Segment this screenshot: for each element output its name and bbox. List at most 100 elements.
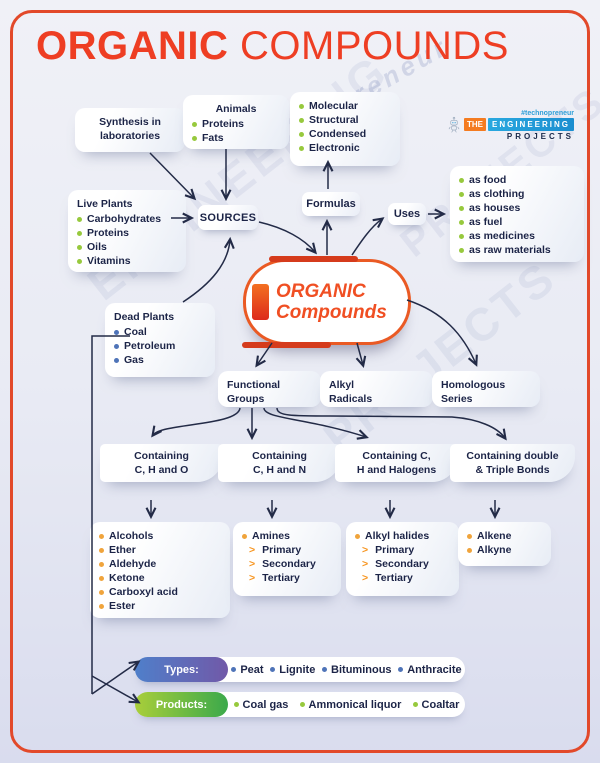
- list-item: Oils: [77, 240, 177, 254]
- bullet-icon: [233, 702, 239, 707]
- bullet-icon: [99, 575, 104, 581]
- central-line2: Compounds: [276, 302, 387, 323]
- bullet-icon: [77, 258, 82, 264]
- list-item: Amines: [242, 529, 332, 543]
- bullet-icon: [459, 191, 464, 197]
- bullet-icon: [398, 667, 404, 672]
- animals-title: Animals: [215, 103, 257, 115]
- bullet-icon: [299, 702, 305, 707]
- types-label: Types:: [135, 657, 228, 682]
- sources-label: SOURCES: [198, 205, 258, 230]
- list-item: >Secondary: [362, 558, 429, 570]
- list-item: Ketone: [99, 571, 221, 585]
- node-containing-chn: Containing C, H and N: [218, 444, 341, 482]
- types-row: Types: Peat Lignite Bituminous Anthracit…: [135, 657, 465, 682]
- list-item: Ammonical liquor: [299, 699, 401, 711]
- list-item: Alkyne: [467, 543, 542, 557]
- bullet-icon: [77, 216, 82, 222]
- bullet-icon: [114, 343, 119, 349]
- bullet-icon: [270, 667, 276, 672]
- list-item: >Tertiary: [249, 572, 300, 584]
- list-item: Coaltar: [412, 699, 459, 711]
- node-functional-groups: Functional Groups: [218, 371, 321, 407]
- node-alkene-alkyne: Alkene Alkyne: [458, 522, 551, 566]
- list-item: >Primary: [362, 544, 415, 556]
- node-alkyl-halides: Alkyl halides >Primary >Secondary >Terti…: [346, 522, 459, 596]
- central-node-organic-compounds: ORGANIC Compounds: [242, 256, 411, 348]
- list-item: as houses: [459, 201, 575, 215]
- list-item: >Tertiary: [362, 572, 413, 584]
- list-item: Aldehyde: [99, 557, 221, 571]
- node-synthesis: Synthesis in laboratories: [75, 108, 185, 152]
- bullet-icon: [242, 533, 247, 539]
- list-item: Petroleum: [114, 339, 206, 353]
- list-item: Carboxyl acid: [99, 585, 221, 599]
- live-plants-title: Live Plants: [77, 198, 133, 210]
- robot-icon: [448, 116, 460, 133]
- bullet-icon: [322, 667, 328, 672]
- list-item: Peat: [231, 664, 264, 676]
- bullet-icon: [99, 603, 104, 609]
- list-item: Anthracite: [398, 664, 462, 676]
- chevron-icon: >: [249, 572, 256, 584]
- chevron-icon: >: [249, 558, 256, 570]
- list-item: >Primary: [249, 544, 302, 556]
- synthesis-line1: Synthesis in: [99, 116, 161, 128]
- list-item: Alcohols: [99, 529, 221, 543]
- node-uses-list: as food as clothing as houses as fuel as…: [450, 166, 584, 262]
- list-item: Alkyl halides: [355, 529, 450, 543]
- bullet-icon: [299, 117, 304, 123]
- title-organic: ORGANIC: [36, 24, 229, 68]
- node-live-plants: Live Plants Carbohydrates Proteins Oils …: [68, 190, 186, 272]
- page-title: ORGANIC COMPOUNDS: [36, 24, 509, 69]
- list-item: Proteins: [192, 117, 280, 131]
- list-item: >Secondary: [249, 558, 316, 570]
- list-item: Vitamins: [77, 254, 177, 268]
- list-item: as raw materials: [459, 243, 575, 257]
- bullet-icon: [99, 533, 104, 539]
- node-containing-cho: Containing C, H and O: [100, 444, 223, 482]
- formulas-label: Formulas: [302, 192, 360, 216]
- bullet-icon: [459, 219, 464, 225]
- title-compounds: COMPOUNDS: [240, 24, 509, 68]
- node-amines: Amines >Primary >Secondary >Tertiary: [233, 522, 341, 596]
- bullet-icon: [77, 244, 82, 250]
- bullet-icon: [114, 329, 119, 335]
- brand-engineering: ENGINEERING: [487, 117, 574, 131]
- bullet-icon: [192, 135, 197, 141]
- node-animals: Animals Proteins Fats: [183, 95, 289, 149]
- bullet-icon: [459, 205, 464, 211]
- bullet-icon: [99, 561, 104, 567]
- list-item: Proteins: [77, 226, 177, 240]
- bullet-icon: [467, 547, 472, 553]
- list-item: as food: [459, 173, 575, 187]
- bullet-icon: [459, 247, 464, 253]
- node-homologous-series: Homologous Series: [432, 371, 540, 407]
- list-item: Ester: [99, 599, 221, 613]
- chevron-icon: >: [249, 544, 256, 556]
- synthesis-line2: laboratories: [99, 130, 161, 142]
- list-item: Electronic: [299, 141, 391, 155]
- bullet-icon: [299, 145, 304, 151]
- brand-the: THE: [463, 117, 486, 131]
- node-oxygen-compounds: Alcohols Ether Aldehyde Ketone Carboxyl …: [90, 522, 230, 618]
- list-item: as medicines: [459, 229, 575, 243]
- list-item: Coal: [114, 325, 206, 339]
- bullet-icon: [299, 131, 304, 137]
- list-item: Bituminous: [322, 664, 392, 676]
- chevron-icon: >: [362, 558, 369, 570]
- brand-logo: #technopreneur THE ENGINEERING PROJECTS: [448, 102, 574, 148]
- bullet-icon: [192, 121, 197, 127]
- brand-projects: PROJECTS: [506, 131, 574, 141]
- list-item: Structural: [299, 113, 391, 127]
- bullet-icon: [114, 357, 119, 363]
- bullet-icon: [231, 667, 237, 672]
- bullet-icon: [412, 702, 418, 707]
- accent-bar: [252, 284, 269, 320]
- uses-label: Uses: [388, 203, 426, 225]
- list-item: Condensed: [299, 127, 391, 141]
- list-item: as fuel: [459, 215, 575, 229]
- node-containing-halogens: Containing C, H and Halogens: [335, 444, 458, 482]
- bullet-icon: [355, 533, 360, 539]
- bullet-icon: [77, 230, 82, 236]
